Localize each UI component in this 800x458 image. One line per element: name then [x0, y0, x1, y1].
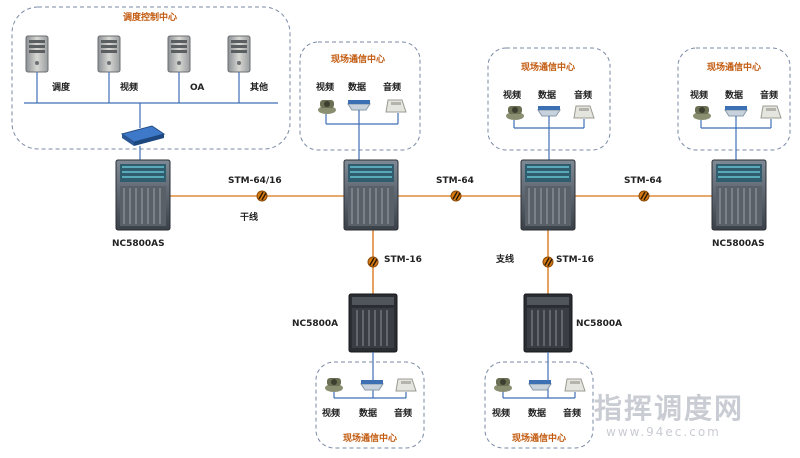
- server-other: [227, 35, 251, 103]
- node-label-sub-b: NC5800A: [576, 319, 622, 329]
- node-label-left-as: NC5800AS: [112, 239, 165, 249]
- camera-icon: [325, 378, 343, 392]
- tap-icon: [450, 190, 462, 202]
- site1-label-video: 视频: [316, 81, 334, 93]
- site4-label-data: 数据: [359, 407, 377, 419]
- site2-label-audio: 音频: [574, 89, 592, 101]
- server-label-oa: OA: [190, 83, 204, 93]
- server-oa: [167, 35, 191, 103]
- site4-label-audio: 音频: [394, 407, 412, 419]
- tap-icon: [542, 256, 554, 268]
- site-box-2: [487, 47, 611, 151]
- site-box-4: [315, 361, 425, 449]
- server-label-dispatch: 调度: [52, 81, 71, 93]
- tap-icon: [256, 190, 268, 202]
- control-center-title: 调度控制中心: [123, 11, 177, 23]
- camera-icon: [506, 106, 524, 120]
- site3-label-video: 视频: [690, 89, 708, 101]
- rack-nc5800a-1: [348, 293, 398, 353]
- site-box-2-title: 现场通信中心: [521, 61, 575, 73]
- site3-label-audio: 音频: [760, 89, 778, 101]
- site-box-5-title: 现场通信中心: [512, 432, 566, 444]
- trunk-label: 干线: [240, 211, 258, 223]
- phone-icon: [564, 378, 586, 392]
- node-label-sub-a: NC5800A: [292, 319, 338, 329]
- camera-icon: [318, 100, 336, 114]
- site5-label-video: 视频: [492, 407, 510, 419]
- camera-icon: [693, 106, 711, 120]
- server-label-other: 其他: [250, 81, 268, 93]
- site1-label-audio: 音频: [383, 81, 401, 93]
- rack-main-1: [343, 159, 399, 231]
- site3-label-data: 数据: [725, 89, 743, 101]
- phone-icon: [395, 378, 417, 392]
- site-box-5: [484, 361, 594, 449]
- rate-64-label-b: STM-64: [624, 176, 662, 186]
- server-video: [97, 35, 121, 103]
- rate-64-label-a: STM-64: [436, 176, 474, 186]
- camera-icon: [494, 378, 512, 392]
- watermark-title: 指挥调度网: [594, 392, 744, 425]
- branch-label: 支线: [495, 253, 514, 265]
- modem-icon: [360, 379, 384, 391]
- phone-icon: [385, 99, 407, 113]
- network-switch-icon: [120, 125, 166, 146]
- trunk-rate-label: STM-64/16: [228, 176, 282, 186]
- site-box-1-title: 现场通信中心: [331, 53, 385, 65]
- modem-icon: [537, 105, 561, 117]
- site-box-1: [299, 41, 421, 151]
- site-box-3: [677, 47, 791, 151]
- node-label-right-as: NC5800AS: [712, 239, 765, 249]
- modem-icon: [724, 105, 748, 117]
- site4-label-video: 视频: [322, 407, 340, 419]
- modem-icon: [347, 99, 371, 111]
- site1-label-data: 数据: [348, 81, 366, 93]
- rack-nc5800a-2: [523, 293, 573, 353]
- server-dispatch: [25, 35, 49, 103]
- phone-icon: [760, 105, 782, 119]
- phone-icon: [573, 105, 595, 119]
- rate-16-label-a: STM-16: [384, 255, 422, 265]
- site-box-4-title: 现场通信中心: [343, 432, 397, 444]
- watermark-url: www.94ec.com: [606, 425, 721, 439]
- rack-nc5800as-right: [711, 159, 767, 231]
- site2-label-video: 视频: [503, 89, 521, 101]
- site5-label-audio: 音频: [563, 407, 581, 419]
- tap-icon: [638, 190, 650, 202]
- site2-label-data: 数据: [538, 89, 556, 101]
- rate-16-label-b: STM-16: [556, 255, 594, 265]
- site5-label-data: 数据: [528, 407, 546, 419]
- site-box-3-title: 现场通信中心: [707, 61, 761, 73]
- modem-icon: [528, 379, 552, 391]
- control-center-box: [11, 6, 291, 150]
- rack-nc5800as-left: [115, 159, 171, 231]
- tap-icon: [367, 256, 379, 268]
- rack-main-2: [520, 159, 576, 231]
- server-label-video: 视频: [120, 81, 138, 93]
